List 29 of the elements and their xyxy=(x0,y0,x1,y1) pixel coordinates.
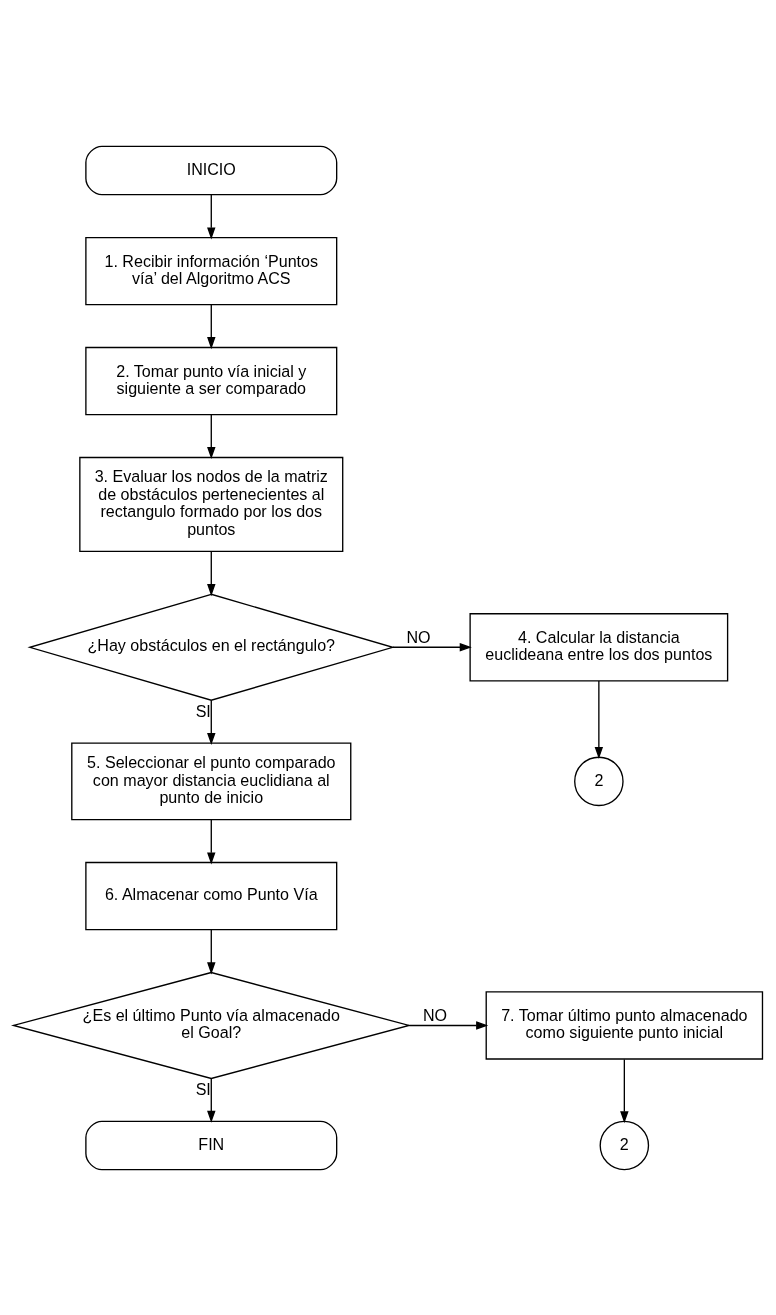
arrow xyxy=(408,1020,489,1030)
arrow xyxy=(207,303,216,349)
node-box: 2. Tomar punto vía inicial y siguiente a ser comparado xyxy=(85,346,338,415)
edge-label: SI xyxy=(195,701,211,720)
node-box: 7. Tomar último punto almacenado como siguiente punto inicial xyxy=(485,990,764,1060)
node-box: 5. Seleccionar el punto comparado con mayor distancia euclidiana al punto de inicio xyxy=(71,742,352,820)
node-circle: 2 xyxy=(599,1120,650,1170)
arrow xyxy=(207,928,216,974)
node-box: 3. Evaluar los nodos de la matriz de obstáculos pertenecientes al rectangulo formado por los dos puntos xyxy=(79,456,344,552)
node-box: 4. Calcular la distancia euclideana entre los dos puntos xyxy=(469,612,729,681)
node-diamond: ¿Hay obstáculos en el rectángulo? xyxy=(27,593,396,701)
arrow xyxy=(207,818,216,864)
arrow xyxy=(392,642,472,651)
node-diamond: ¿Es el último Punto vía almacenado el Goal? xyxy=(11,971,412,1079)
arrow xyxy=(207,413,216,459)
arrow xyxy=(207,699,216,745)
edge-label: NO xyxy=(406,627,431,646)
node-box: FIN xyxy=(85,1120,338,1170)
edge-label: NO xyxy=(422,1005,448,1024)
arrow xyxy=(207,550,216,596)
arrow xyxy=(594,679,604,759)
edge-label: SI xyxy=(195,1079,211,1098)
node-box: 6. Almacenar como Punto Vía xyxy=(85,861,338,930)
node-box: 1. Recibir información ‘Puntos vía’ del Algoritmo ACS xyxy=(85,236,338,305)
arrow xyxy=(207,193,216,239)
node-box: INICIO xyxy=(85,145,338,195)
arrow xyxy=(207,1077,216,1123)
node-circle: 2 xyxy=(574,756,624,806)
arrow xyxy=(620,1058,629,1123)
